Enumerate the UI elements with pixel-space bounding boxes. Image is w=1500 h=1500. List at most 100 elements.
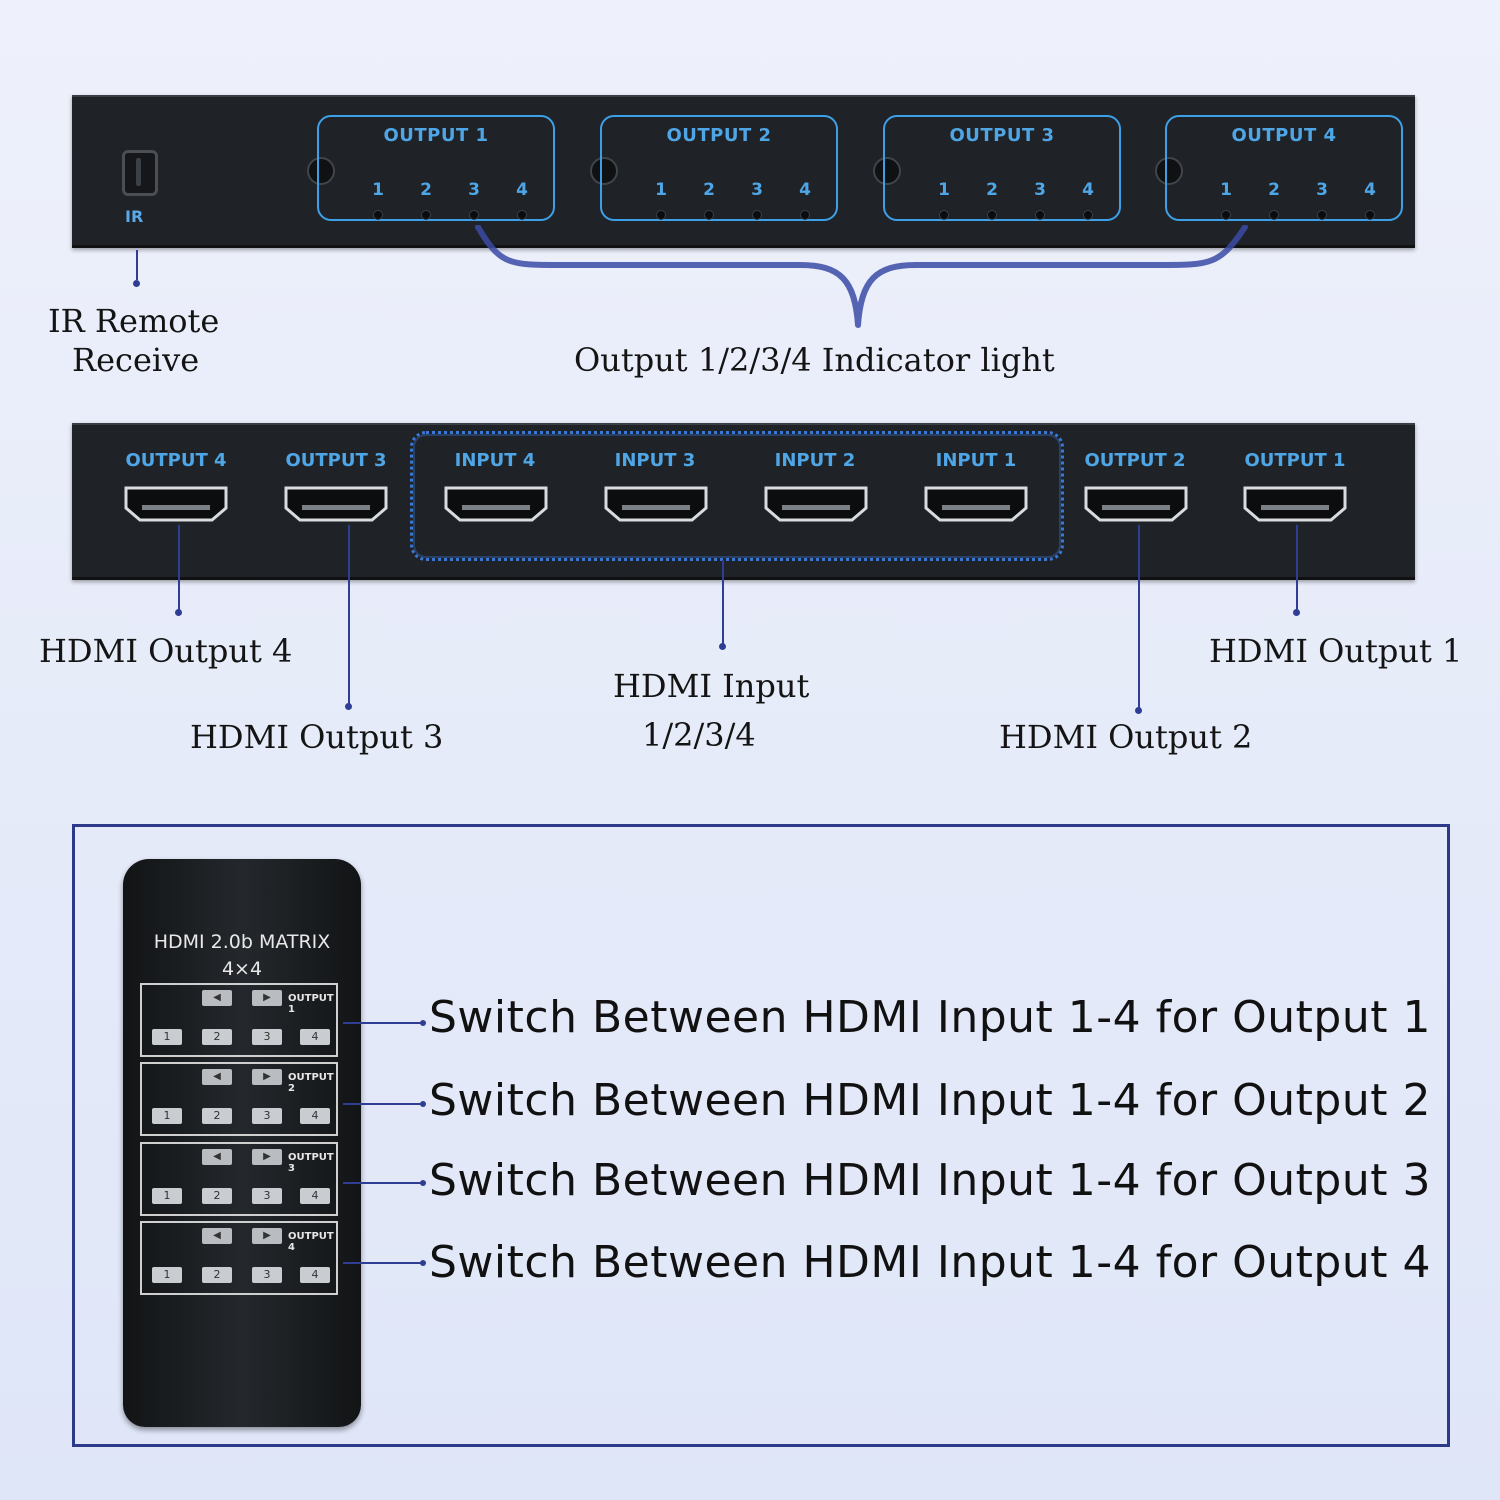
remote-output-group-1: ◀ ▶ OUTPUT 1 1 2 3 4 (140, 983, 338, 1057)
indicator-led (1083, 210, 1093, 220)
remote-input-button[interactable]: 2 (202, 1188, 232, 1204)
remote-input-button[interactable]: 4 (300, 1029, 330, 1045)
led-number: 4 (1364, 180, 1376, 200)
indicator-led (1365, 210, 1375, 220)
remote-next-button[interactable]: ▶ (252, 1149, 282, 1165)
indicator-light-label: Output 1/2/3/4 Indicator light (574, 341, 1055, 379)
remote-input-button[interactable]: 4 (300, 1108, 330, 1124)
led-number: 1 (938, 180, 950, 200)
hdmi-input-2-port[interactable] (764, 486, 868, 522)
output-3-select-button[interactable] (873, 157, 901, 185)
switch-connector-dot-3 (420, 1180, 426, 1186)
indicator-led (987, 210, 997, 220)
remote-prev-button[interactable]: ◀ (202, 1228, 232, 1244)
switch-output-4-text: Switch Between HDMI Input 1-4 for Output… (429, 1237, 1431, 1288)
led-number: 4 (799, 180, 811, 200)
front-output-group-2: OUTPUT 2 1 2 3 4 (600, 115, 838, 221)
hdmi-input-1-port[interactable] (924, 486, 1028, 522)
switch-output-3-text: Switch Between HDMI Input 1-4 for Output… (429, 1155, 1431, 1206)
port-label: INPUT 4 (454, 450, 536, 471)
hdmi-output-2-port[interactable] (1084, 486, 1188, 522)
remote-input-button[interactable]: 3 (252, 1029, 282, 1045)
remote-input-button[interactable]: 1 (152, 1188, 182, 1204)
remote-next-button[interactable]: ▶ (252, 990, 282, 1006)
indicator-led (469, 210, 479, 220)
indicator-brace (475, 225, 1248, 328)
remote-output-label: OUTPUT 3 (288, 1152, 334, 1174)
led-number: 1 (1220, 180, 1232, 200)
hdmi-output-2-label: HDMI Output 2 (999, 718, 1253, 756)
indicator-led (656, 210, 666, 220)
remote-control-section: HDMI 2.0b MATRIX 4×4 ◀ ▶ OUTPUT 1 1 2 3 … (72, 824, 1450, 1447)
hdmi-output-3-port[interactable] (284, 486, 388, 522)
switch-output-2-text: Switch Between HDMI Input 1-4 for Output… (429, 1075, 1431, 1126)
switch-connector-line-2 (343, 1103, 423, 1105)
port-label: OUTPUT 1 (1244, 450, 1346, 471)
indicator-led (421, 210, 431, 220)
remote-input-button[interactable]: 4 (300, 1267, 330, 1283)
remote-input-button[interactable]: 2 (202, 1267, 232, 1283)
led-number: 3 (468, 180, 480, 200)
output-2-select-button[interactable] (590, 157, 618, 185)
output-1-select-button[interactable] (307, 157, 335, 185)
remote-output-group-3: ◀ ▶ OUTPUT 3 1 2 3 4 (140, 1142, 338, 1216)
led-number: 2 (986, 180, 998, 200)
port-label: INPUT 3 (614, 450, 696, 471)
port-label: OUTPUT 2 (1084, 450, 1186, 471)
remote-input-button[interactable]: 3 (252, 1267, 282, 1283)
remote-output-group-2: ◀ ▶ OUTPUT 2 1 2 3 4 (140, 1062, 338, 1136)
switch-connector-line-1 (343, 1022, 423, 1024)
hdmi-output-1-port[interactable] (1243, 486, 1347, 522)
ir-receiver-window (122, 150, 158, 196)
hdmi-output-1-callout-dot (1293, 609, 1300, 616)
switch-output-1-text: Switch Between HDMI Input 1-4 for Output… (429, 992, 1431, 1043)
hdmi-output-3-callout-dot (345, 703, 352, 710)
ir-label: IR (125, 207, 144, 226)
hdmi-output-2-callout-dot (1135, 707, 1142, 714)
hdmi-input-label-line2: 1/2/3/4 (642, 716, 756, 754)
remote-next-button[interactable]: ▶ (252, 1228, 282, 1244)
front-output-group-1: OUTPUT 1 1 2 3 4 (317, 115, 555, 221)
led-number: 2 (1268, 180, 1280, 200)
remote-input-button[interactable]: 3 (252, 1188, 282, 1204)
remote-input-button[interactable]: 1 (152, 1029, 182, 1045)
hdmi-output-3-callout-line (348, 525, 350, 705)
hdmi-input-3-port[interactable] (604, 486, 708, 522)
front-output-group-title: OUTPUT 1 (383, 125, 489, 146)
front-output-group-3: OUTPUT 3 1 2 3 4 (883, 115, 1121, 221)
remote-input-button[interactable]: 1 (152, 1267, 182, 1283)
switch-connector-line-4 (343, 1262, 423, 1264)
led-number: 4 (516, 180, 528, 200)
led-number: 1 (372, 180, 384, 200)
remote-output-label: OUTPUT 4 (288, 1231, 334, 1253)
remote-input-button[interactable]: 2 (202, 1029, 232, 1045)
remote-prev-button[interactable]: ◀ (202, 990, 232, 1006)
indicator-led (1317, 210, 1327, 220)
hdmi-output-1-callout-line (1296, 525, 1298, 611)
hdmi-input-frame (410, 431, 1064, 561)
remote-input-button[interactable]: 1 (152, 1108, 182, 1124)
remote-input-button[interactable]: 2 (202, 1108, 232, 1124)
switch-connector-dot-2 (420, 1101, 426, 1107)
indicator-led (1269, 210, 1279, 220)
output-4-select-button[interactable] (1155, 157, 1183, 185)
led-number: 1 (655, 180, 667, 200)
hdmi-input-4-port[interactable] (444, 486, 548, 522)
remote-input-button[interactable]: 4 (300, 1188, 330, 1204)
remote-input-button[interactable]: 3 (252, 1108, 282, 1124)
front-panel: IR OUTPUT 1 1 2 3 4 OUTPUT 2 1 2 3 4 OUT… (72, 95, 1415, 248)
hdmi-output-4-port[interactable] (124, 486, 228, 522)
rear-panel: OUTPUT 4 OUTPUT 3 INPUT 4 INPUT 3 INPUT … (72, 423, 1415, 580)
remote-next-button[interactable]: ▶ (252, 1069, 282, 1085)
led-number: 2 (703, 180, 715, 200)
front-output-group-4: OUTPUT 4 1 2 3 4 (1165, 115, 1403, 221)
remote-prev-button[interactable]: ◀ (202, 1069, 232, 1085)
front-output-group-title: OUTPUT 3 (949, 125, 1055, 146)
remote-title-line2: 4×4 (221, 958, 263, 980)
ir-remote-label-line2: Receive (72, 341, 200, 379)
switch-connector-dot-4 (420, 1260, 426, 1266)
front-output-group-title: OUTPUT 4 (1231, 125, 1337, 146)
ir-remote-control: HDMI 2.0b MATRIX 4×4 ◀ ▶ OUTPUT 1 1 2 3 … (123, 859, 361, 1427)
hdmi-output-1-label: HDMI Output 1 (1209, 632, 1463, 670)
remote-prev-button[interactable]: ◀ (202, 1149, 232, 1165)
